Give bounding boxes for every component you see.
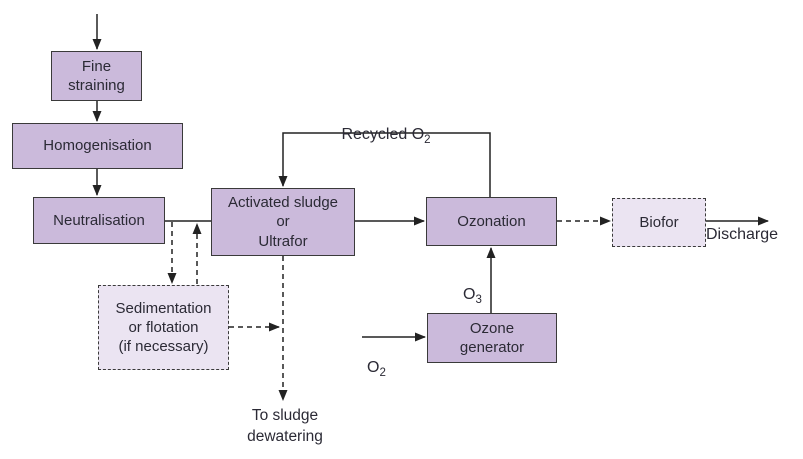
- label-o3-text: O: [463, 286, 476, 303]
- edge-recycled-o2: [278, 132, 491, 197]
- node-biofor: Biofor: [612, 198, 706, 247]
- label-o3-sub: 3: [475, 294, 482, 307]
- node-ozonation: Ozonation: [426, 197, 557, 246]
- label-recycled-o2: Recycled O2: [300, 108, 472, 147]
- node-neutralisation: Neutralisation: [33, 197, 165, 244]
- node-activated-sludge: Activated sludge or Ultrafor: [211, 188, 355, 256]
- label-o2-sub: 2: [379, 367, 386, 380]
- node-homogenisation: Homogenisation: [12, 123, 183, 169]
- node-sedimentation: Sedimentation or flotation (if necessary…: [98, 285, 229, 370]
- label-o3: O3: [463, 268, 482, 307]
- node-fine-straining: Fine straining: [51, 51, 142, 101]
- label-discharge: Discharge: [706, 226, 779, 243]
- label-to-sludge-dewatering: To sludge dewatering: [247, 407, 323, 445]
- node-ozone-generator: Ozone generator: [427, 313, 557, 363]
- label-recycled-o2-text: Recycled O: [341, 126, 425, 143]
- label-o2-text: O: [367, 359, 380, 376]
- label-recycled-o2-sub: 2: [424, 134, 431, 147]
- label-o2: O2: [367, 341, 386, 380]
